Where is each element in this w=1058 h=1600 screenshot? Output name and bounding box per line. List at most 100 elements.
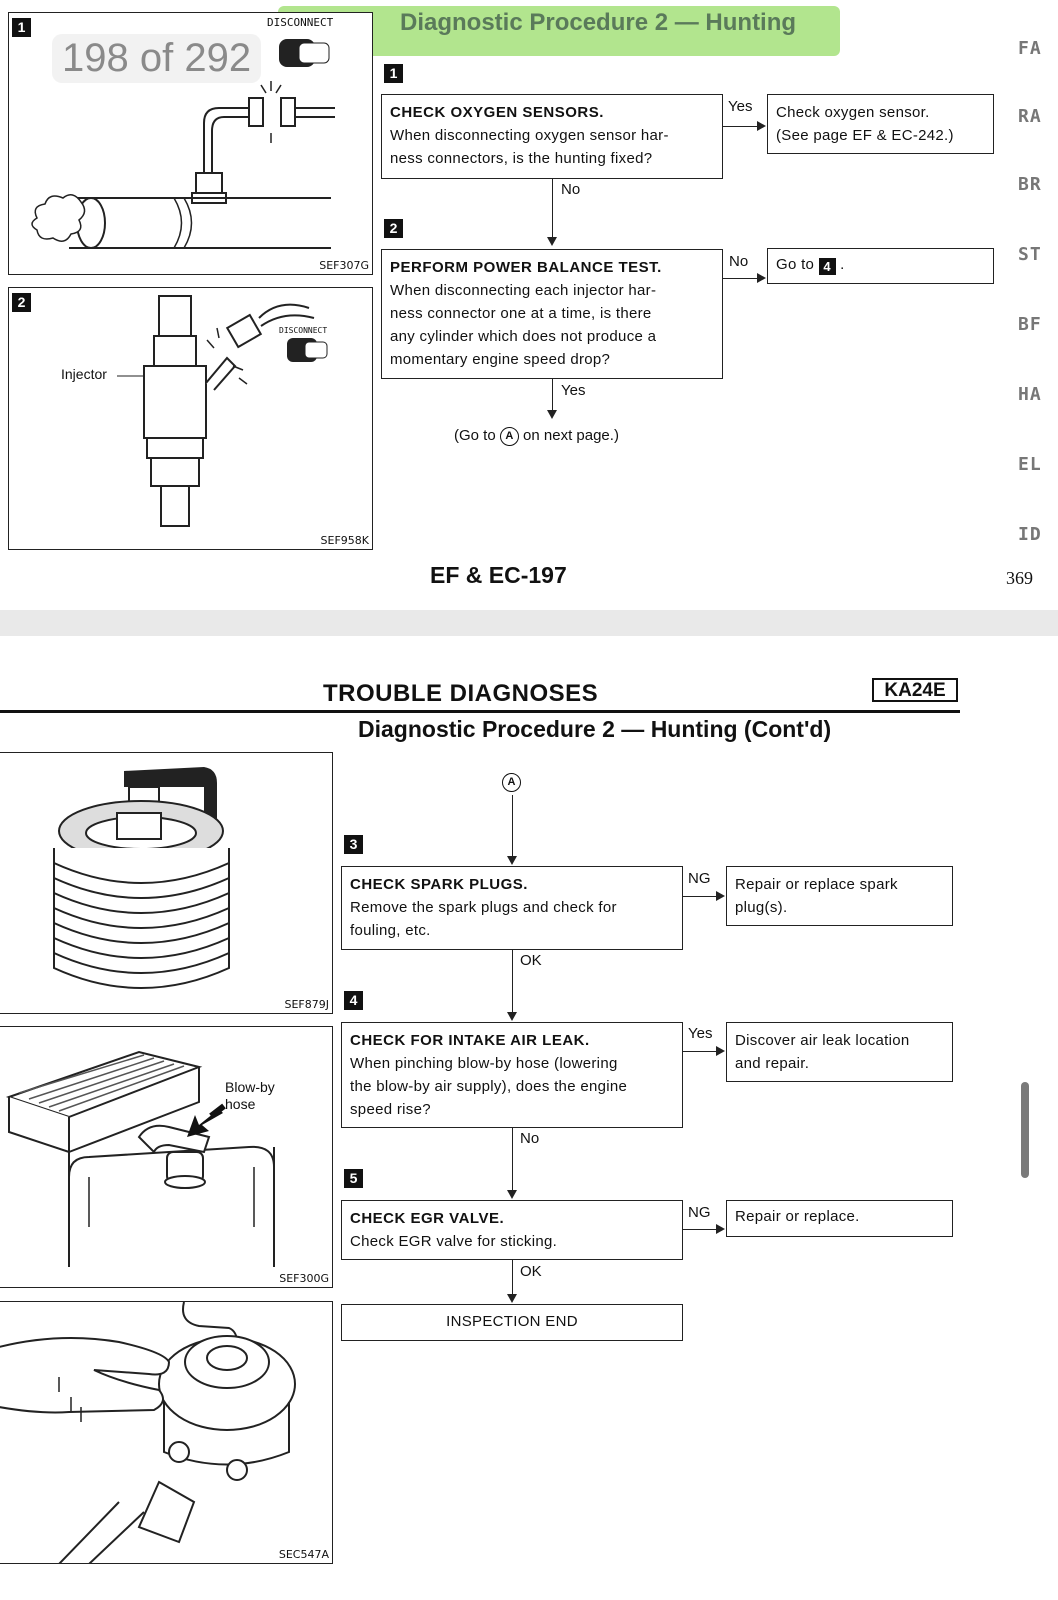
flow-arrow [547,237,557,246]
section-tab[interactable]: RA [1018,106,1042,127]
page-2: TROUBLE DIAGNOSES KA24E Diagnostic Proce… [0,636,1058,1600]
result-box-1: Check oxygen sensor. (See page EF & EC-2… [767,94,994,154]
step-4-heading: CHECK FOR INTAKE AIR LEAK. [350,1029,674,1052]
figure-spark-plug: SEF879J [0,752,333,1014]
figure-code: SEF879J [285,998,330,1011]
blow-by-callout: Blow-by [225,1079,275,1095]
flow-connector [552,179,553,237]
flow-connector [683,896,716,897]
step-3-line: Remove the spark plugs and check for [350,896,674,919]
page-header: TROUBLE DIAGNOSES [323,680,598,708]
step-1-line: When disconnecting oxygen sensor har- [390,124,714,147]
goto-next-page-note: (Go to A on next page.) [454,427,619,446]
answer-label: NG [688,870,711,887]
figure-code: SEF300G [279,1272,329,1285]
figure-blow-by-hose: Blow-by hose SEF300G [0,1026,333,1288]
result-box-5: Repair or replace. [726,1200,953,1237]
figure-code: SEF307G [319,259,369,272]
egr-valve-illustration [0,1302,333,1564]
result-box-2: Go to 4 . [767,248,994,284]
flow-arrow [716,891,725,901]
flow-connector [683,1051,716,1052]
answer-label: Yes [728,98,752,115]
answer-label: OK [520,1263,542,1280]
flow-arrow [507,1190,517,1199]
scrollbar-thumb[interactable] [1021,1082,1029,1178]
section-tab[interactable]: EL [1018,454,1042,475]
flow-arrow [507,1294,517,1303]
result-line: Check oxygen sensor. [776,101,985,124]
step-badge-4: 4 [344,991,363,1010]
step-1-heading: CHECK OXYGEN SENSORS. [390,101,714,124]
page-counter: 198 of 292 [52,34,261,83]
page-1: Diagnostic Procedure 2 — Hunting 1 DISCO… [0,0,1058,610]
flow-connector [512,795,513,856]
answer-label: OK [520,952,542,969]
result-line: and repair. [735,1052,944,1075]
goto-note-post: on next page.) [523,427,619,444]
section-tab[interactable]: BR [1018,174,1042,195]
result-line: Repair or replace spark [735,873,944,896]
blow-by-hose-illustration [0,1027,333,1288]
flow-connector [512,950,513,1012]
section-tab[interactable]: BF [1018,314,1042,335]
result-box-3: Repair or replace spark plug(s). [726,866,953,926]
step-4-line: speed rise? [350,1098,674,1121]
answer-label: No [520,1130,539,1147]
result-line: plug(s). [735,896,944,919]
page-separator [0,610,1058,637]
flow-arrow [507,856,517,865]
page-number: 369 [1006,568,1033,589]
section-tab[interactable]: ST [1018,244,1042,265]
flow-arrow [507,1012,517,1021]
step-1-line: ness connectors, is the hunting fixed? [390,147,714,170]
goto-tail: . [840,256,844,273]
step-4-box: CHECK FOR INTAKE AIR LEAK. When pinching… [341,1022,683,1128]
goto-text: Go to [776,256,814,273]
answer-label: No [561,181,580,198]
step-5-box: CHECK EGR VALVE. Check EGR valve for sti… [341,1200,683,1260]
flow-arrow [757,121,766,131]
flow-connector [683,1229,716,1230]
answer-label: Yes [688,1025,712,1042]
flow-arrow [757,273,766,283]
section-tab[interactable]: HA [1018,384,1042,405]
section-tab[interactable]: ID [1018,524,1042,545]
step-5-line: Check EGR valve for sticking. [350,1230,674,1253]
step-3-box: CHECK SPARK PLUGS. Remove the spark plug… [341,866,683,950]
step-1-box: CHECK OXYGEN SENSORS. When disconnecting… [381,94,723,179]
page1-title: Diagnostic Procedure 2 — Hunting [400,9,796,37]
connector-marker: A [502,773,521,792]
step-2-line: momentary engine speed drop? [390,348,714,371]
flow-connector [512,1260,513,1294]
step-badge-2: 2 [384,219,403,238]
flow-connector [552,379,553,411]
flow-arrow [716,1224,725,1234]
flow-arrow [716,1046,725,1056]
flow-connector [512,1128,513,1190]
figure-injector: 2 DISCONNECT Injector SEF958K [8,287,373,550]
figure-code: SEF958K [321,534,369,547]
goto-note-pre: (Go to [454,427,496,444]
flow-connector [723,278,757,279]
step-2-line: ness connector one at a time, is there [390,302,714,325]
result-line: (See page EF & EC-242.) [776,124,985,147]
step-badge-3: 3 [344,835,363,854]
inspection-end-box: INSPECTION END [341,1304,683,1341]
answer-label: Yes [561,382,585,399]
connector-circle: A [502,773,521,792]
spark-plug-illustration [0,753,333,1014]
step-2-heading: PERFORM POWER BALANCE TEST. [390,256,714,279]
figure-egr-valve: SEC547A [0,1301,333,1564]
step-4-line: When pinching blow-by hose (lowering [350,1052,674,1075]
answer-label: NG [688,1204,711,1221]
hose-callout: hose [225,1096,255,1112]
page-subtitle: Diagnostic Procedure 2 — Hunting (Cont'd… [358,716,831,743]
step-badge-5: 5 [344,1169,363,1188]
section-tab[interactable]: FA [1018,38,1042,59]
result-line: Repair or replace. [735,1205,944,1228]
step-2-box: PERFORM POWER BALANCE TEST. When disconn… [381,249,723,379]
step-2-line: When disconnecting each injector har- [390,279,714,302]
figure-code: SEC547A [279,1548,329,1561]
flow-arrow [547,410,557,419]
